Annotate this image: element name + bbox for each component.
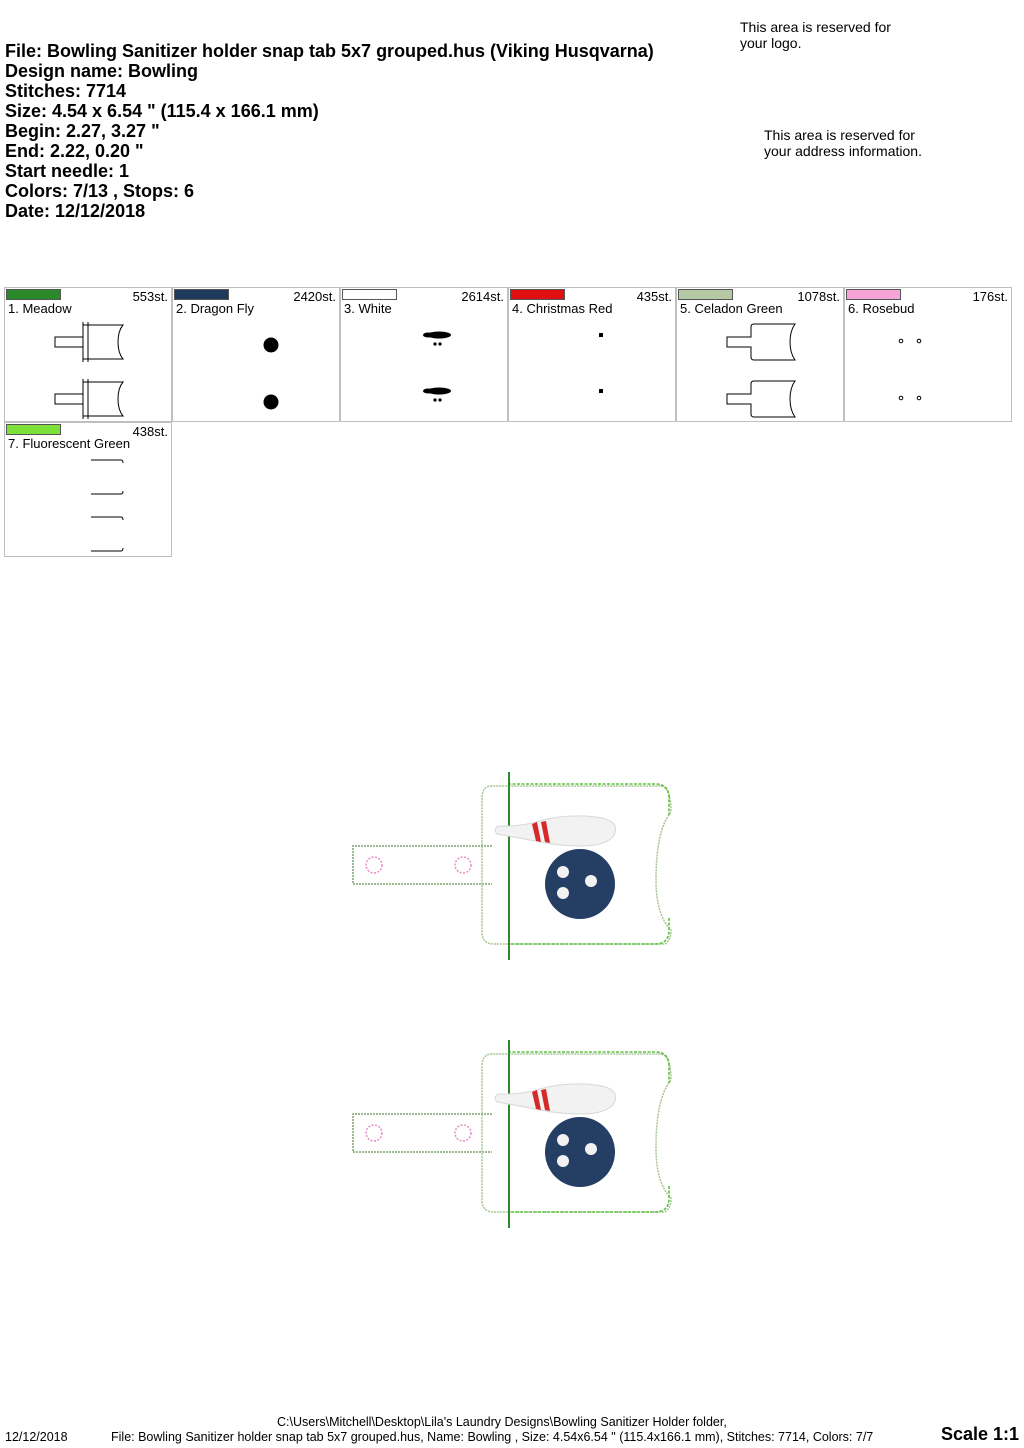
stripe-icon xyxy=(599,333,603,393)
design-info: File: Bowling Sanitizer holder snap tab … xyxy=(5,41,654,221)
bowling-ball-icon xyxy=(545,1117,615,1187)
holder-body-outline xyxy=(481,1053,672,1213)
color-cell-6: 176st. 6. Rosebud xyxy=(844,287,1012,422)
tab-outline-icon xyxy=(54,322,125,419)
pin-icon xyxy=(423,331,451,402)
stitch-count: 435st. xyxy=(636,289,672,304)
color-swatch xyxy=(174,289,229,300)
color-cell-5: 1078st. 5. Celadon Green xyxy=(676,287,844,422)
begin-line: Begin: 2.27, 3.27 " xyxy=(5,121,160,141)
logo-area-note: This area is reserved for your logo. xyxy=(740,19,891,51)
color-name: 7. Fluorescent Green xyxy=(8,436,131,451)
footer-date: 12/12/2018 xyxy=(5,1430,68,1444)
stitch-preview xyxy=(352,772,672,1228)
snap-circle xyxy=(365,856,383,874)
stitch-count: 1078st. xyxy=(797,289,840,304)
date-line: Date: 12/12/2018 xyxy=(5,201,146,221)
file-line: File: Bowling Sanitizer holder snap tab … xyxy=(5,41,654,61)
snap-circle xyxy=(365,1124,383,1142)
holder-top xyxy=(352,772,672,960)
bowling-pin-icon xyxy=(494,815,617,847)
holder-body-outline xyxy=(481,785,672,945)
bowling-ball-icon xyxy=(545,849,615,919)
holder-outline-icon xyxy=(726,323,796,418)
holder-bottom xyxy=(352,1040,672,1228)
holder-edge-stitch xyxy=(508,1051,670,1213)
stitch-count: 176st. xyxy=(972,289,1008,304)
holder-edge-stitch xyxy=(508,783,670,945)
color-cell-3: 2614st. 3. White xyxy=(340,287,508,422)
color-name: 1. Meadow xyxy=(8,301,72,316)
design-name-line: Design name: Bowling xyxy=(5,61,199,81)
colors-line: Colors: 7/13 , Stops: 6 xyxy=(5,181,195,201)
ball-icon xyxy=(263,337,279,410)
snap-dots-icon xyxy=(898,338,922,401)
color-palette: 553st. 1. Meadow 2420st. 2. Dragon Fly 2… xyxy=(4,287,1014,559)
color-cell-4: 435st. 4. Christmas Red xyxy=(508,287,676,422)
color-cell-1: 553st. 1. Meadow xyxy=(4,287,172,422)
stitch-count: 2420st. xyxy=(293,289,336,304)
color-cell-7: 438st. 7. Fluorescent Green xyxy=(4,422,172,557)
color-name: 6. Rosebud xyxy=(848,301,915,316)
snap-circle xyxy=(454,856,472,874)
bowling-pin-icon xyxy=(494,1083,617,1115)
color-swatch xyxy=(342,289,397,300)
color-swatch xyxy=(6,424,61,435)
color-name: 3. White xyxy=(344,301,392,316)
color-cell-2: 2420st. 2. Dragon Fly xyxy=(172,287,340,422)
edge-brackets-icon xyxy=(91,459,124,552)
color-swatch xyxy=(6,289,61,300)
scale-label: Scale 1:1 xyxy=(940,1424,1019,1444)
tab-outline xyxy=(352,845,492,885)
stitches-line: Stitches: 7714 xyxy=(5,81,127,101)
snap-circle xyxy=(454,1124,472,1142)
tab-outline xyxy=(352,1113,492,1153)
stitch-count: 553st. xyxy=(132,289,168,304)
footer-summary: File: Bowling Sanitizer holder snap tab … xyxy=(111,1430,874,1444)
color-name: 2. Dragon Fly xyxy=(176,301,255,316)
start-needle-line: Start needle: 1 xyxy=(5,161,130,181)
size-line: Size: 4.54 x 6.54 " (115.4 x 166.1 mm) xyxy=(5,101,319,121)
stitch-count: 438st. xyxy=(132,424,168,439)
stitch-count: 2614st. xyxy=(461,289,504,304)
end-line: End: 2.22, 0.20 " xyxy=(5,141,144,161)
color-swatch xyxy=(846,289,901,300)
color-swatch xyxy=(510,289,565,300)
footer-path: C:\Users\Mitchell\Desktop\Lila's Laundry… xyxy=(277,1415,727,1429)
color-name: 5. Celadon Green xyxy=(680,301,783,316)
address-area-note: This area is reserved for your address i… xyxy=(764,127,922,159)
color-name: 4. Christmas Red xyxy=(512,301,613,316)
color-swatch xyxy=(678,289,733,300)
